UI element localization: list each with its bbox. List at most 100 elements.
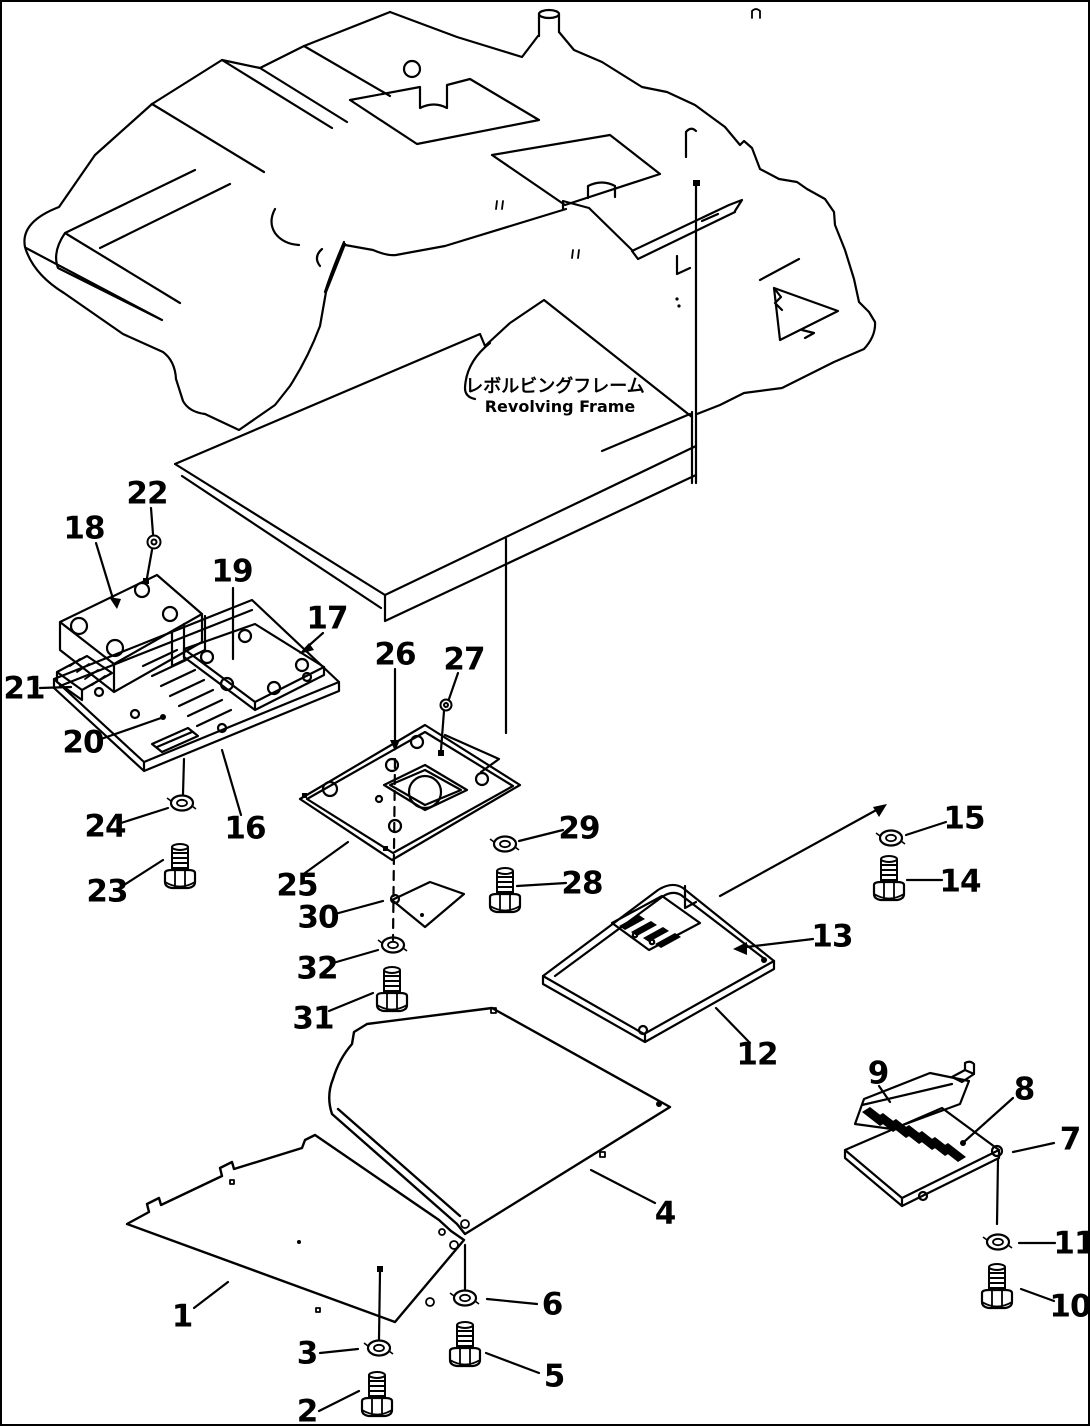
cover-plate-25: [298, 723, 522, 862]
frame-curves: [270, 207, 346, 294]
leader-4: [589, 1168, 657, 1205]
frame-label-jp: レボルビングフレーム: [465, 375, 644, 397]
frame-face-lines: [150, 44, 392, 174]
cover-12-vent-panel: [610, 894, 702, 952]
connector-plate7-washer11: [995, 1157, 1000, 1226]
frame-left-panel: [24, 168, 232, 322]
leader-18: [94, 541, 116, 604]
frame-floor-plate: [173, 298, 698, 735]
callout-24: 24: [84, 808, 126, 845]
bolt-28: [488, 866, 522, 914]
leader-28: [515, 881, 568, 888]
leader-9: [877, 1084, 892, 1104]
frame-vertical-edge: [684, 127, 698, 485]
frame-triangle-hole: [758, 257, 840, 342]
callout-17: 17: [306, 600, 348, 637]
leader-16: [220, 748, 243, 817]
leader-29: [517, 828, 565, 843]
connector-cover-bolt14: [718, 806, 882, 898]
washer-29: [488, 835, 521, 853]
leader-24: [119, 806, 170, 825]
louver-slot-20: [150, 726, 200, 754]
revolving-frame-drawing: [23, 8, 877, 485]
frame-label-en: Revolving Frame: [485, 397, 636, 416]
callout-5: 5: [543, 1358, 566, 1395]
frame-top-cylinder: [537, 8, 561, 38]
callout-20: 20: [62, 724, 104, 761]
callout-22: 22: [126, 475, 168, 512]
leader-21: [38, 685, 73, 690]
callout-4: 4: [654, 1195, 677, 1232]
bolt-23: [163, 842, 197, 890]
callout-25: 25: [276, 867, 318, 904]
bolt-14: [872, 854, 906, 902]
grommet-27: [439, 698, 453, 712]
bottom-plates-drawing: [125, 1006, 672, 1324]
callout-28: 28: [561, 865, 603, 902]
side-cover-drawing: [541, 883, 776, 1044]
washer-11: [981, 1233, 1014, 1251]
cover-12-corner: [683, 884, 698, 910]
callout-18: 18: [63, 510, 105, 547]
callout-26: 26: [374, 636, 416, 673]
cover-bracket: [443, 733, 501, 774]
leader-12: [714, 1006, 752, 1045]
leader-13: [736, 937, 815, 950]
under-cover-1: [125, 1133, 466, 1324]
washer-22: [146, 534, 162, 550]
shim-plate-30: [389, 880, 466, 929]
cover-hole-large: [407, 774, 443, 810]
callout-30: 30: [297, 899, 339, 936]
washer-6: [448, 1289, 481, 1307]
washer-15: [874, 829, 907, 847]
leader-23: [122, 858, 165, 887]
callout-12: 12: [736, 1036, 778, 1073]
connector-cluster-washer24: [181, 757, 186, 796]
callout-9: 9: [867, 1055, 890, 1092]
bolt-31: [375, 965, 409, 1013]
mount-assembly-drawing: [52, 573, 341, 773]
bolt-5: [448, 1320, 482, 1368]
cover-12-outline: [541, 883, 776, 1036]
callout-6: 6: [541, 1286, 564, 1323]
bolt-10: [980, 1262, 1014, 1310]
center-cover-drawing: [298, 723, 522, 929]
callout-13: 13: [811, 918, 853, 955]
washer-24: [165, 794, 198, 812]
bolt-2: [360, 1370, 394, 1418]
leader-8: [963, 1096, 1015, 1143]
louver-fins: [862, 1107, 966, 1162]
connector-plate1-washer3: [377, 1270, 382, 1341]
cover-plate-7: [843, 1106, 1001, 1208]
callout-31: 31: [292, 1000, 334, 1037]
leader-5: [484, 1351, 541, 1375]
mount-plate-19: [182, 622, 326, 712]
frame-hole-round-1: [402, 59, 422, 79]
callout-1: 1: [171, 1298, 194, 1335]
callout-21: 21: [3, 670, 45, 707]
cover-opening-25: [382, 763, 469, 812]
callout-27: 27: [443, 641, 485, 678]
leader-31: [327, 991, 375, 1013]
callout-29: 29: [558, 810, 600, 847]
leader-7: [1011, 1141, 1056, 1154]
callout-16: 16: [224, 810, 266, 847]
callout-8: 8: [1013, 1071, 1036, 1108]
cover-12-vents: [619, 915, 681, 948]
louver-cover-drawing: [843, 1060, 1004, 1208]
leader-30: [333, 899, 385, 916]
callout-10: 10: [1049, 1288, 1090, 1325]
callout-19: 19: [211, 553, 253, 590]
leader-lines: [38, 506, 1057, 1413]
leader-3: [318, 1347, 360, 1355]
callout-14: 14: [939, 863, 981, 900]
leader-10: [1019, 1287, 1056, 1303]
cover-12-thickness: [541, 959, 776, 1044]
leader-32: [331, 948, 380, 965]
connector-center-dashed: [391, 757, 397, 942]
leader-27: [439, 671, 460, 752]
leader-20: [99, 716, 163, 741]
frame-hole-upper: [348, 77, 541, 146]
